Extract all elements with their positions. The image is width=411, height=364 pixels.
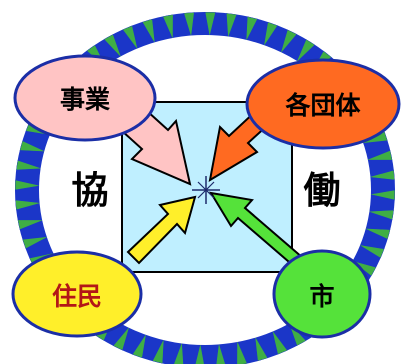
business-label: 事業: [60, 85, 110, 114]
ring-stripe: [367, 209, 395, 221]
collaboration-label-right: 働: [304, 169, 341, 212]
ring-stripe: [368, 169, 395, 181]
ring-stripe: [279, 29, 298, 55]
ring-stripe: [365, 149, 393, 161]
stakeholder-business: 事業: [13, 54, 157, 142]
residents-bubble: [11, 250, 143, 338]
ring-stripe: [131, 332, 147, 359]
organizations-label: 各団体: [284, 91, 361, 120]
ring-stripe: [204, 12, 217, 38]
ring-stripe: [103, 33, 122, 59]
organizations-bubble: [245, 58, 401, 150]
ring-stripe: [15, 179, 42, 191]
ring-stripe: [295, 38, 316, 64]
stakeholder-residents: 住民: [11, 250, 143, 338]
center-spark: [192, 176, 220, 204]
ring-stripe: [162, 14, 174, 41]
ring-stripe: [236, 339, 248, 364]
ring-stripe: [112, 325, 131, 351]
ring-stripe: [245, 16, 259, 42]
business-bubble: [13, 54, 157, 142]
ring-stripe: [22, 236, 49, 250]
ring-stripe: [141, 18, 156, 45]
stakeholder-organizations: 各団体: [245, 58, 401, 150]
ring-stripe: [271, 329, 288, 355]
arrow-from-bottom-right: [209, 191, 305, 270]
ring-stripe: [172, 341, 185, 364]
ring-stripe: [151, 338, 165, 364]
ring-stripe: [358, 244, 385, 259]
ring-stripe: [122, 25, 139, 51]
ring-stripe: [183, 12, 195, 38]
ring-stripe: [17, 219, 45, 231]
stakeholder-city: 市: [272, 249, 372, 339]
ring-stripe: [254, 335, 269, 362]
collaboration-label-left: 協: [72, 169, 109, 212]
ring-stripe: [215, 342, 227, 364]
ring-stripe: [15, 159, 43, 171]
residents-label: 住民: [52, 282, 102, 311]
ring-stripe: [363, 227, 391, 240]
ring-stripe: [15, 199, 42, 211]
ring-stripe: [368, 189, 395, 201]
arrow-from-bottom-left: [126, 195, 197, 265]
ring-stripe: [19, 140, 47, 153]
ring-stripe: [193, 342, 206, 364]
ring-stripe: [225, 12, 238, 39]
city-label: 市: [309, 282, 334, 311]
city-bubble: [272, 249, 372, 339]
ring-stripe: [263, 21, 279, 48]
